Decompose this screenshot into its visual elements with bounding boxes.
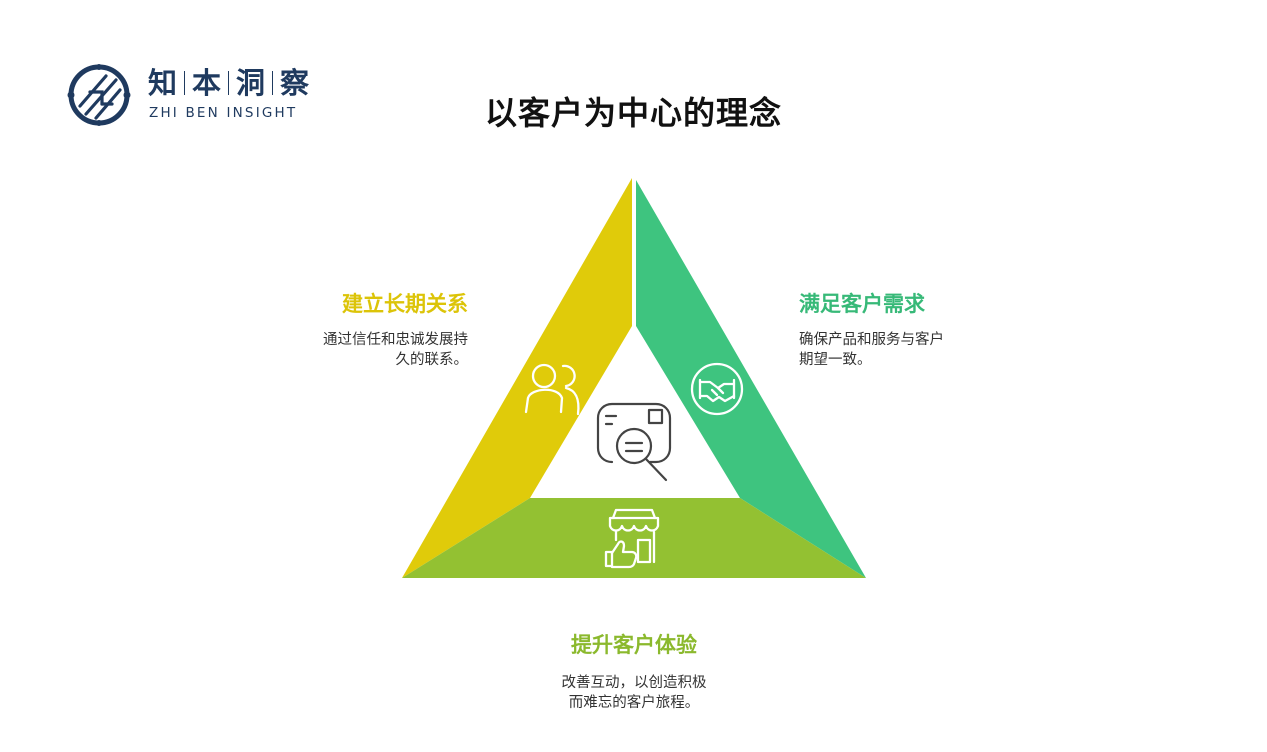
segment-left-description: 通过信任和忠诚发展持 久的联系。 <box>280 330 468 370</box>
segment-right-heading: 满足客户需求 <box>799 292 925 316</box>
handshake-icon <box>690 362 744 416</box>
segment-right-desc-line-1: 确保产品和服务与客户 <box>799 332 944 348</box>
segment-left-heading: 建立长期关系 <box>342 292 468 316</box>
segment-left-desc-line-1: 通过信任和忠诚发展持 <box>323 332 468 348</box>
segment-left-desc-line-2: 久的联系。 <box>395 352 469 368</box>
segment-bottom-desc-line-2: 而难忘的客户旅程。 <box>568 695 700 711</box>
segment-bottom-desc-line-1: 改善互动，以创造积极 <box>561 675 707 691</box>
segment-bottom-label: 提升客户体验 改善互动，以创造积极 而难忘的客户旅程。 <box>518 629 750 713</box>
logo-english-name: ZHI BEN INSIGHT <box>149 105 298 121</box>
logo-divider <box>272 71 274 95</box>
segment-bottom-shape <box>402 498 866 578</box>
segment-left-shape <box>402 178 632 578</box>
customer-profile-search-icon <box>596 402 672 482</box>
segment-right-desc-line-2: 期望一致。 <box>799 352 872 368</box>
page-title: 以客户为中心的理念 <box>484 94 782 132</box>
logo-char-4: 察 <box>280 66 310 100</box>
segment-right-description: 确保产品和服务与客户 期望一致。 <box>799 330 989 370</box>
segment-right-label: 满足客户需求 确保产品和服务与客户 期望一致。 <box>799 288 989 370</box>
logo-char-3: 洞 <box>236 66 266 100</box>
logo-chinese-name: 知 本 洞 察 <box>148 65 309 101</box>
logo-char-2: 本 <box>192 66 222 100</box>
segment-bottom-heading: 提升客户体验 <box>571 633 697 657</box>
storefront-thumbsup-icon <box>604 508 660 569</box>
segment-right-shape <box>636 180 866 578</box>
segment-left-label: 建立长期关系 通过信任和忠诚发展持 久的联系。 <box>280 288 468 370</box>
logo-divider <box>184 71 186 95</box>
logo-emblem-icon <box>67 64 131 126</box>
segment-bottom-description: 改善互动，以创造积极 而难忘的客户旅程。 <box>518 673 750 713</box>
people-icon <box>524 363 580 416</box>
brand-logo: 知 本 洞 察 ZHI BEN INSIGHT <box>66 62 326 128</box>
logo-divider <box>228 71 230 95</box>
logo-char-1: 知 <box>148 66 178 100</box>
